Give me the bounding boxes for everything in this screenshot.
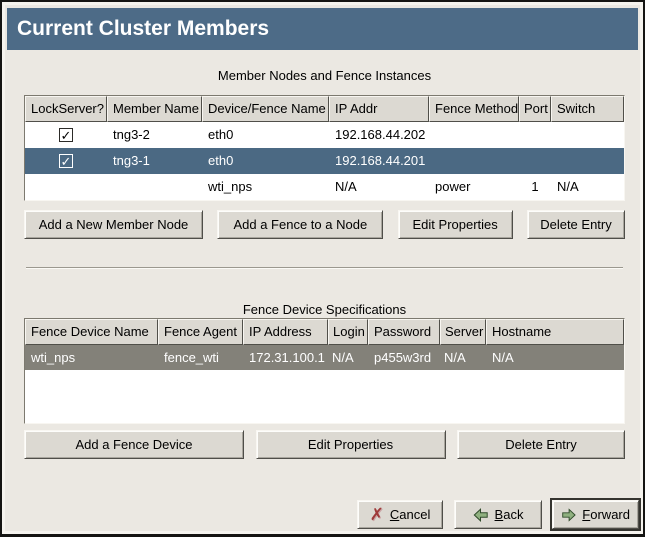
lockserver-cell: [25, 174, 107, 200]
member-name-cell: tng3-2: [113, 127, 150, 142]
members-button-row: Add a New Member Node Add a Fence to a N…: [24, 210, 625, 239]
ip-addr-cell: N/A: [335, 179, 357, 194]
port-cell: [519, 122, 551, 148]
password-cell: p455w3rd: [374, 350, 432, 365]
table-row-tng3-1-selected[interactable]: ✓ tng3-1 eth0 192.168.44.201: [25, 148, 624, 174]
fence-method-cell: [429, 148, 519, 174]
add-member-node-button[interactable]: Add a New Member Node: [24, 210, 203, 239]
member-name-cell: [107, 174, 202, 200]
delete-entry-button[interactable]: Delete Entry: [457, 430, 625, 459]
switch-cell: [551, 148, 624, 174]
member-name-cell: tng3-1: [113, 153, 150, 168]
delete-entry-button[interactable]: Delete Entry: [526, 210, 625, 239]
column-header-lockserver[interactable]: LockServer?: [25, 96, 107, 122]
table-row-wti-nps-device[interactable]: wti_nps fence_wti 172.31.100.1 N/A p455w…: [25, 345, 624, 370]
port-cell: [519, 148, 551, 174]
cancel-button[interactable]: ✗ Cancel: [357, 500, 443, 529]
back-button[interactable]: Back: [454, 500, 542, 529]
column-header-server[interactable]: Server: [440, 319, 486, 345]
page-title-bar: Current Cluster Members: [7, 8, 638, 50]
fence-device-name-cell: wti_nps: [31, 350, 76, 365]
table-row-wti-nps-fence[interactable]: wti_nps N/A power 1 N/A: [25, 174, 624, 200]
column-header-password[interactable]: Password: [368, 319, 440, 345]
column-header-member-name[interactable]: Member Name: [107, 96, 202, 122]
fence-table-header: Fence Device Name Fence Agent IP Address…: [25, 319, 624, 345]
column-header-port[interactable]: Port: [519, 96, 551, 122]
column-header-fence-method[interactable]: Fence Method: [429, 96, 519, 122]
lockserver-cell: ✓: [25, 148, 107, 174]
cancel-button-label: Cancel: [389, 507, 431, 522]
lockserver-cell: ✓: [25, 122, 107, 148]
column-header-device-fence-name[interactable]: Device/Fence Name: [202, 96, 329, 122]
back-button-label: Back: [494, 507, 524, 522]
ip-addr-cell: 192.168.44.202: [335, 127, 426, 142]
column-header-fence-agent[interactable]: Fence Agent: [158, 319, 243, 345]
device-fence-name-cell: eth0: [208, 153, 234, 168]
fence-method-cell: power: [435, 179, 471, 194]
lockserver-checkbox[interactable]: ✓: [59, 127, 73, 143]
column-header-switch[interactable]: Switch: [551, 96, 624, 122]
forward-button-label: Forward: [582, 507, 630, 522]
edit-properties-button[interactable]: Edit Properties: [397, 210, 513, 239]
table-row-tng3-2[interactable]: ✓ tng3-2 eth0 192.168.44.202: [25, 122, 624, 148]
add-fence-to-node-button[interactable]: Add a Fence to a Node: [217, 210, 384, 239]
members-table-caption: Member Nodes and Fence Instances: [217, 68, 432, 83]
column-header-hostname[interactable]: Hostname: [486, 319, 624, 345]
column-header-ip-addr[interactable]: IP Addr: [329, 96, 429, 122]
cancel-x-icon: ✗: [369, 505, 384, 524]
forward-button[interactable]: Forward: [552, 500, 639, 529]
arrow-left-icon: [473, 507, 488, 522]
device-fence-name-cell: wti_nps: [208, 179, 253, 194]
switch-cell: N/A: [557, 179, 579, 194]
column-header-login[interactable]: Login: [328, 319, 368, 345]
page-title: Current Cluster Members: [17, 17, 270, 40]
arrow-right-icon: [562, 507, 576, 522]
switch-cell: [551, 122, 624, 148]
fence-table-caption: Fence Device Specifications: [242, 302, 407, 317]
login-cell: N/A: [332, 350, 354, 365]
add-fence-device-button[interactable]: Add a Fence Device: [24, 430, 244, 459]
hostname-cell: N/A: [492, 350, 514, 365]
ip-address-cell: 172.31.100.1: [249, 350, 325, 365]
section-separator: [26, 267, 623, 269]
member-nodes-table: LockServer? Member Name Device/Fence Nam…: [24, 95, 625, 201]
port-cell: 1: [531, 179, 539, 194]
column-header-fence-device-name[interactable]: Fence Device Name: [25, 319, 158, 345]
fence-button-row: Add a Fence Device Edit Properties Delet…: [24, 430, 625, 459]
device-fence-name-cell: eth0: [208, 127, 234, 142]
edit-properties-button[interactable]: Edit Properties: [255, 430, 446, 459]
lockserver-checkbox[interactable]: ✓: [59, 153, 73, 169]
fence-agent-cell: fence_wti: [164, 350, 219, 365]
fence-method-cell: [429, 122, 519, 148]
members-table-header: LockServer? Member Name Device/Fence Nam…: [25, 96, 624, 122]
fence-device-table: Fence Device Name Fence Agent IP Address…: [24, 318, 625, 424]
ip-addr-cell: 192.168.44.201: [335, 153, 426, 168]
server-cell: N/A: [444, 350, 466, 365]
column-header-ip-address[interactable]: IP Address: [243, 319, 328, 345]
